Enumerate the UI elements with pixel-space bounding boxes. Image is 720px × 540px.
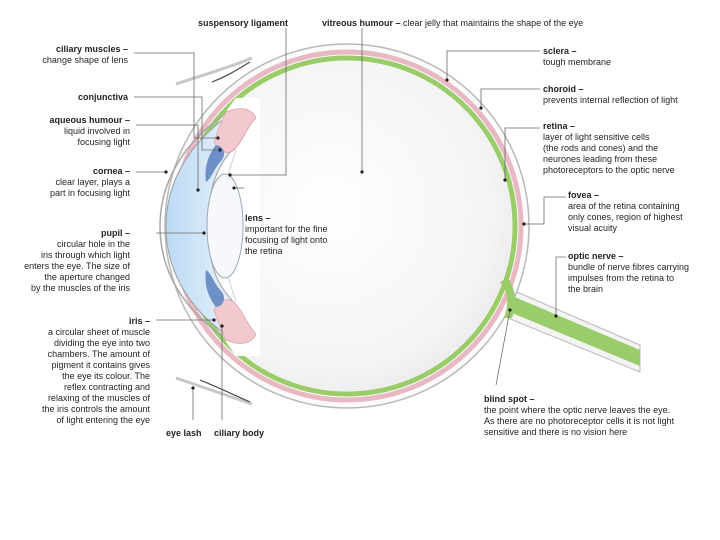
- ciliary-body-bottom: [213, 299, 257, 344]
- blind-spot: [500, 278, 516, 318]
- vitreous-humour-desc: clear jelly that maintains the shape of …: [403, 18, 584, 28]
- label-blind-spot: blind spot – the point where the optic n…: [484, 394, 675, 437]
- leader-ciliary-muscles: [134, 52, 218, 139]
- optic-nerve: [505, 293, 640, 366]
- label-iris: iris – a circular sheet of muscle dividi…: [41, 316, 150, 425]
- label-eye-lash: eye lash: [166, 428, 202, 438]
- label-fovea: fovea – area of the retina containing on…: [568, 190, 683, 233]
- label-conjunctiva: conjunctiva: [77, 92, 128, 102]
- label-pupil: pupil – circular hole in the iris throug…: [24, 228, 130, 293]
- ciliary-body-top: [213, 108, 257, 153]
- lower-eyelash: [199, 379, 251, 403]
- upper-eyelid: [175, 56, 253, 86]
- leader-optic-nerve: [555, 256, 566, 316]
- cornea: [159, 115, 223, 337]
- lens: [206, 173, 244, 279]
- leader-aqueous: [136, 124, 199, 190]
- leader-lines: [134, 28, 566, 420]
- vitreous-humour-title: vitreous humour –: [322, 18, 401, 28]
- label-ciliary-body: ciliary body: [214, 428, 265, 438]
- label-suspensory-ligament: suspensory ligament: [198, 18, 289, 28]
- leader-dots: [164, 78, 558, 390]
- label-sclera: sclera – tough membrane: [543, 46, 612, 67]
- label-optic-nerve: optic nerve – bundle of nerve fibres car…: [568, 251, 690, 294]
- vitreous-body: [182, 61, 512, 391]
- label-vitreous-humour: vitreous humour – clear jelly that maint…: [322, 18, 583, 29]
- leader-retina: [504, 127, 540, 180]
- label-aqueous-humour: aqueous humour – liquid involved in focu…: [49, 115, 130, 147]
- lower-eyelid: [175, 376, 253, 406]
- upper-eyelash: [211, 61, 251, 83]
- leader-sclera: [446, 50, 540, 80]
- iris-top: [205, 145, 224, 182]
- leader-conjunctiva: [134, 96, 220, 151]
- suspensory-ligament-top: [227, 149, 237, 176]
- label-cornea: cornea – clear layer, plays a part in fo…: [49, 166, 130, 198]
- leader-choroid: [480, 88, 540, 108]
- leader-suspensory: [230, 28, 287, 176]
- label-lens: lens – important for the fine focusing o…: [245, 213, 328, 256]
- label-ciliary-muscles: ciliary muscles – change shape of lens: [42, 44, 128, 65]
- leader-blind-spot: [495, 309, 511, 386]
- suspensory-ligament-bottom: [227, 276, 237, 303]
- iris-bottom: [205, 270, 224, 307]
- leader-fovea: [524, 196, 566, 225]
- label-retina: retina – layer of light sensitive cells …: [543, 121, 675, 175]
- label-choroid: choroid – prevents internal reflection o…: [543, 84, 678, 105]
